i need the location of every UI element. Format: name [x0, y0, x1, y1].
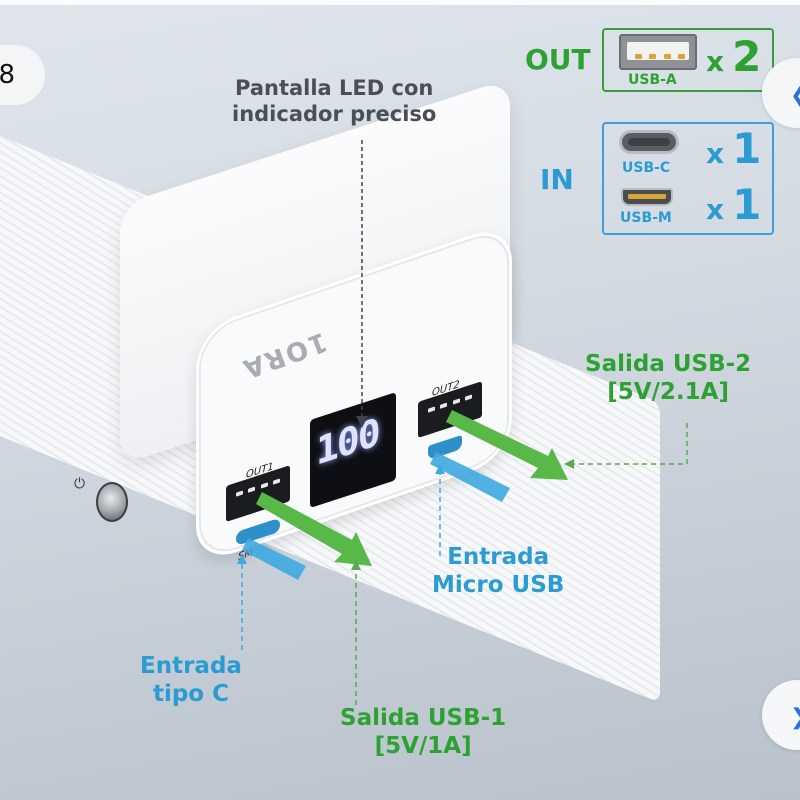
usb1-output-arrow: [256, 492, 372, 566]
callout-title: Entrada: [140, 653, 242, 679]
count-value: 2: [732, 32, 762, 81]
callout-title: Salida USB-2: [585, 351, 752, 377]
power-icon: ⏻: [74, 476, 86, 492]
input-spec-box: [602, 122, 774, 235]
top-strip: [0, 0, 800, 5]
usb-a-label: USB-A: [628, 72, 677, 88]
usb-a-icon: [619, 34, 697, 70]
micro-usb-icon: [621, 188, 673, 206]
in-heading: IN: [540, 163, 574, 196]
power-button-graphic: [96, 482, 128, 522]
chevron-right-icon: ❯: [790, 705, 800, 730]
chevron-left-icon: ❮: [790, 83, 800, 108]
count-prefix: x: [706, 45, 725, 78]
callout-usb2-output: Salida USB-2 [5V/2.1A]: [585, 350, 751, 406]
count-value: 1: [732, 180, 762, 229]
usb2-leader-line: [570, 423, 688, 465]
usb-c-icon: [619, 130, 679, 154]
callout-typec-input: Entrada tipo C: [140, 652, 242, 708]
callout-subtitle: Micro USB: [432, 572, 565, 599]
callout-micro-input: Entrada Micro USB: [432, 543, 564, 599]
micro-input-arrow: [430, 452, 510, 502]
callout-spec: [5V/1A]: [374, 733, 472, 760]
caption-line-1: Pantalla LED con: [235, 76, 434, 100]
usb-c-label: USB-C: [622, 160, 671, 176]
callout-subtitle: tipo C: [152, 681, 229, 708]
caption-line-2: indicador preciso: [232, 101, 437, 126]
led-arrowhead-icon: [356, 416, 368, 428]
output-spec-box: [602, 28, 774, 92]
callout-usb1-output: Salida USB-1 [5V/1A]: [340, 704, 506, 760]
count-prefix: x: [706, 193, 725, 226]
callout-title: Entrada: [447, 544, 550, 570]
usb2-output-arrow: [446, 410, 568, 480]
out-heading: OUT: [525, 43, 591, 76]
led-display-caption: Pantalla LED con indicador preciso: [232, 76, 436, 127]
callout-spec: [5V/2.1A]: [607, 379, 729, 406]
count-value: 1: [732, 124, 762, 173]
image-counter-value: 8: [0, 60, 15, 90]
typec-input-arrow: [242, 538, 306, 580]
callout-title: Salida USB-1: [340, 705, 507, 731]
count-prefix: x: [706, 137, 725, 170]
usb-m-label: USB-M: [620, 210, 672, 226]
